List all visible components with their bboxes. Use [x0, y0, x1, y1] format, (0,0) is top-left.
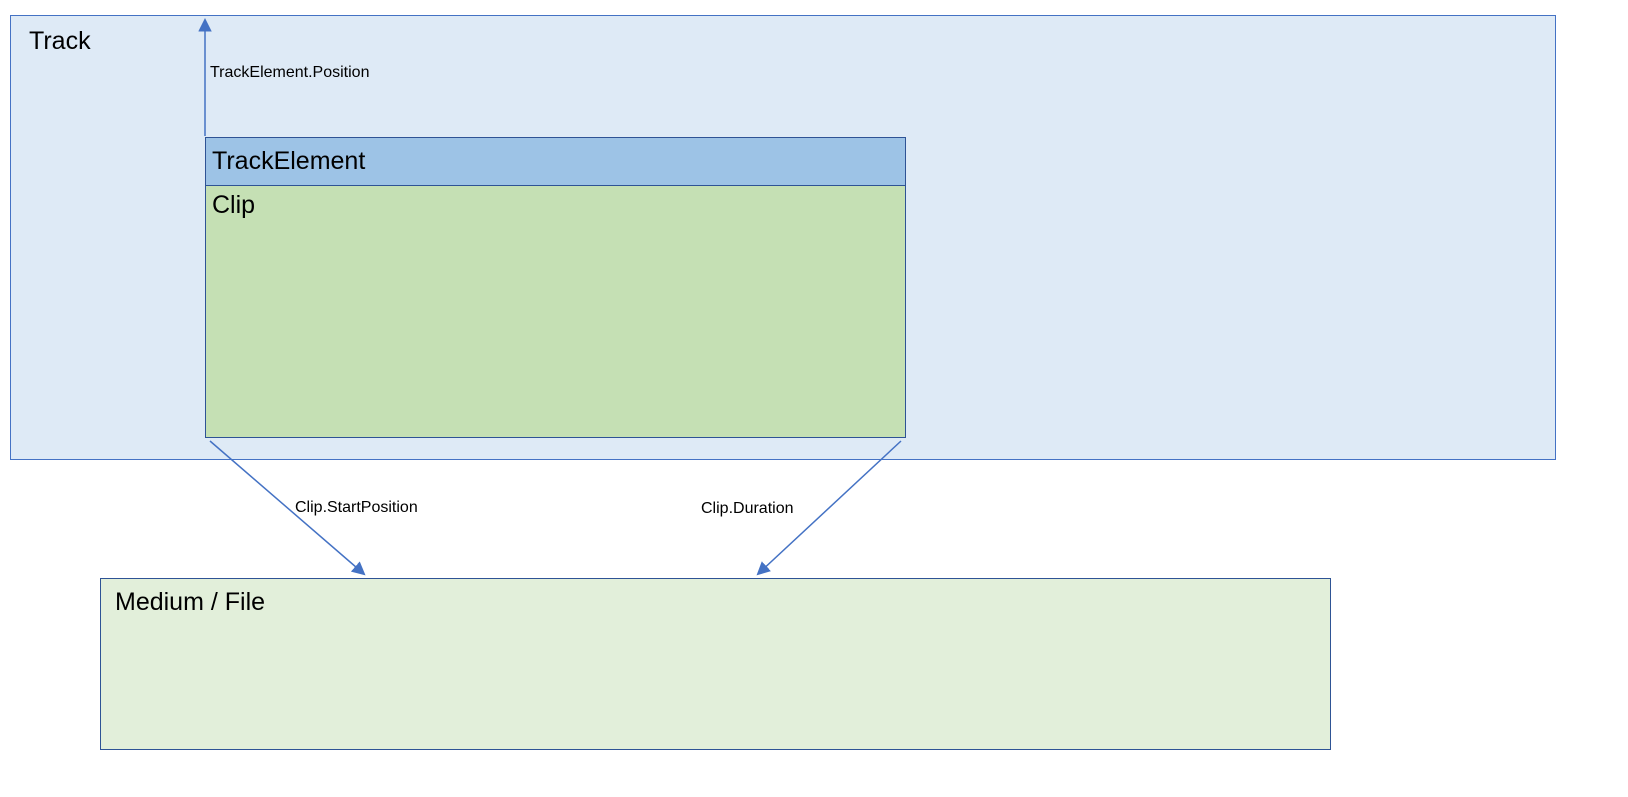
medium-file-label: Medium / File [115, 588, 266, 616]
track-element-box: TrackElement [205, 137, 906, 186]
clip-label: Clip [212, 191, 256, 219]
track-element-position-annotation: TrackElement.Position [210, 64, 370, 81]
clip-box: Clip [205, 185, 906, 438]
track-element-label: TrackElement [212, 147, 366, 175]
clip-duration-annotation: Clip.Duration [701, 500, 794, 517]
clip-start-position-annotation: Clip.StartPosition [295, 499, 418, 516]
medium-file-box: Medium / File [100, 578, 1331, 750]
track-label: Track [29, 27, 91, 55]
